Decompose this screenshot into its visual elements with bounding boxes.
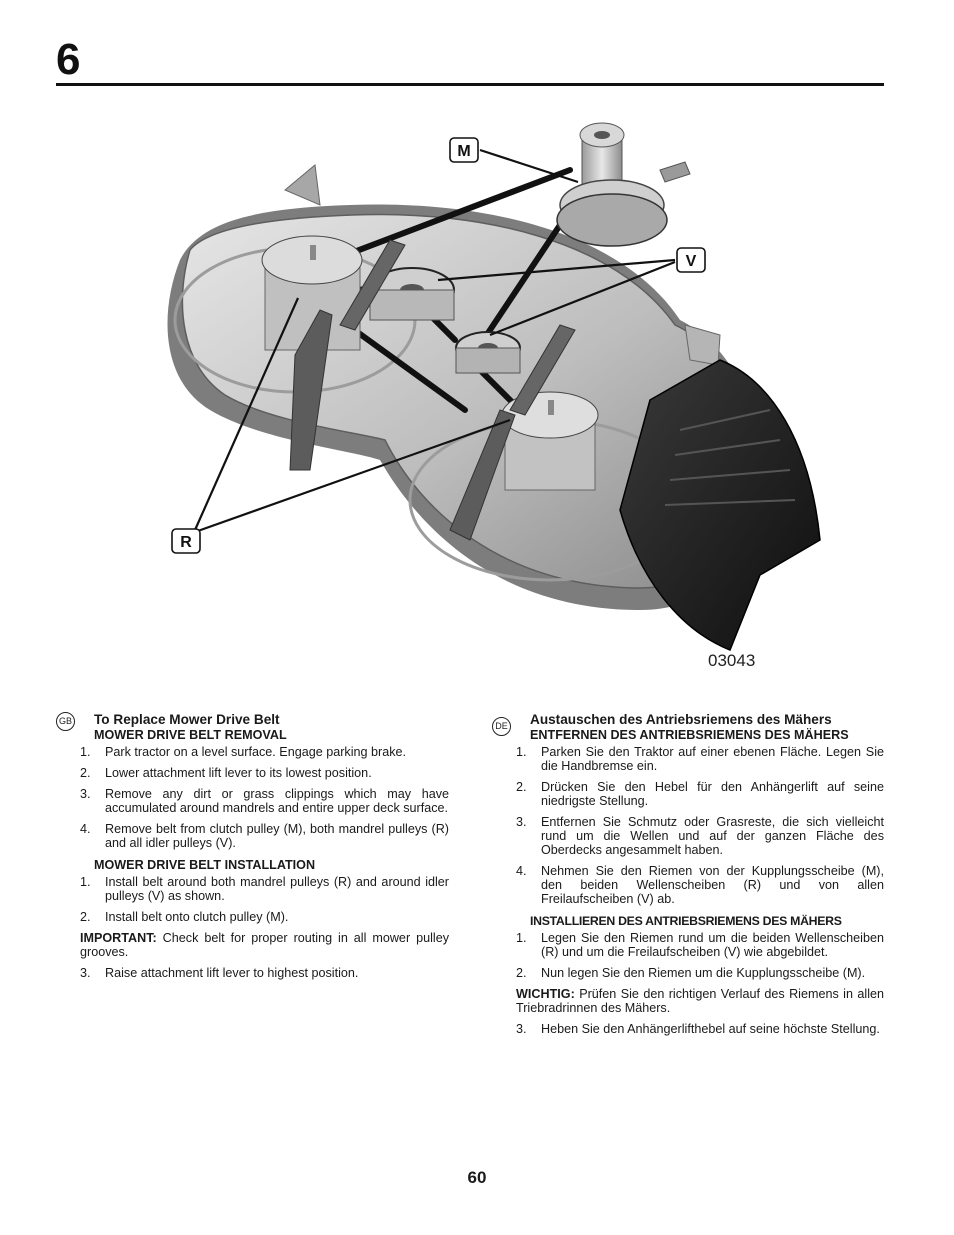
side-bracket — [684, 324, 721, 366]
section-title: Austauschen des Antriebsriemens des Mähe… — [530, 712, 832, 727]
important-note: IMPORTANT: Check belt for proper routing… — [80, 931, 449, 959]
mower-deck-illustration: M V R 03043 — [120, 110, 840, 680]
final-steps: 3.Heben Sie den Anhängerlifthebel auf se… — [516, 1022, 884, 1036]
header-rule — [56, 83, 884, 86]
list-item: 3.Remove any dirt or grass clippings whi… — [80, 787, 449, 815]
right-bracket — [449, 409, 516, 541]
subsection-title: INSTALLIEREN DES ANTRIEBSRIEMENS DES MÄH… — [530, 914, 842, 928]
idler-arm-right — [509, 324, 576, 416]
idler-pulley-upper — [369, 267, 455, 321]
language-badge-gb: GB — [56, 712, 75, 731]
callout-line-v-lower — [489, 260, 676, 337]
idler-pulley-lower — [455, 331, 521, 374]
language-badge-de: DE — [492, 717, 511, 736]
english-instructions: GB To Replace Mower Drive Belt MOWER DRI… — [56, 711, 449, 980]
subsection-title: MOWER DRIVE BELT REMOVAL — [94, 728, 287, 742]
subsection-title: MOWER DRIVE BELT INSTALLATION — [94, 858, 316, 872]
figure-code: 03043 — [708, 651, 755, 670]
list-item: 3.Raise attachment lift lever to highest… — [80, 966, 359, 980]
callout-line-v-upper — [437, 258, 676, 282]
callout-line-r-right — [194, 418, 511, 534]
callout-line-r-left — [193, 297, 300, 531]
list-item: 2.Install belt onto clutch pulley (M). — [80, 910, 289, 924]
section-title: To Replace Mower Drive Belt — [94, 712, 280, 727]
callout-r-label: R — [180, 534, 192, 551]
callout-line-m — [479, 148, 579, 184]
list-item: 1.Park tractor on a level surface. Engag… — [80, 745, 407, 759]
idler-arm-left — [339, 239, 406, 331]
removal-steps: 1.Park tractor on a level surface. Engag… — [80, 745, 449, 850]
list-item: 1.Legen Sie den Riemen rund um die beide… — [516, 931, 884, 959]
list-item: 2.Drücken Sie den Hebel für den Anhänger… — [516, 780, 884, 808]
left-bracket — [289, 309, 333, 471]
callout-r: R — [171, 528, 201, 554]
installation-steps: 1.Install belt around both mandrel pulle… — [80, 875, 449, 924]
list-item: 4.Remove belt from clutch pulley (M), bo… — [80, 822, 449, 850]
list-item: 4.Nehmen Sie den Riemen von der Kupplung… — [516, 864, 884, 906]
chapter-number: 6 — [56, 35, 81, 84]
clutch-pulley — [556, 122, 691, 247]
callout-v: V — [676, 247, 706, 273]
discharge-chute — [619, 359, 821, 651]
list-item: 2.Nun legen Sie den Riemen um die Kupplu… — [516, 966, 866, 980]
rear-flap — [284, 164, 321, 206]
callout-m: M — [449, 137, 479, 163]
removal-steps: 1.Parken Sie den Traktor auf einer ebene… — [516, 745, 884, 906]
mower-deck-drawing: M V R 03043 — [167, 122, 821, 670]
list-item: 1.Install belt around both mandrel pulle… — [80, 875, 449, 903]
installation-steps: 1.Legen Sie den Riemen rund um die beide… — [516, 931, 884, 980]
list-item: 3.Heben Sie den Anhängerlifthebel auf se… — [516, 1022, 880, 1036]
german-instructions: DE Austauschen des Antriebsriemens des M… — [492, 711, 884, 1036]
callout-m-label: M — [457, 143, 470, 160]
final-steps: 3.Raise attachment lift lever to highest… — [80, 966, 449, 980]
list-item: 2.Lower attachment lift lever to its low… — [80, 766, 372, 780]
important-note: WICHTIG: Prüfen Sie den richtigen Verlau… — [516, 987, 885, 1015]
page-number: 60 — [467, 1168, 487, 1187]
list-item: 3.Entfernen Sie Schmutz oder Grasreste, … — [516, 815, 884, 857]
list-item: 1.Parken Sie den Traktor auf einer ebene… — [516, 745, 884, 773]
subsection-title: ENTFERNEN DES ANTRIEBSRIEMENS DES MÄHERS — [530, 728, 849, 742]
callout-v-label: V — [686, 253, 697, 270]
